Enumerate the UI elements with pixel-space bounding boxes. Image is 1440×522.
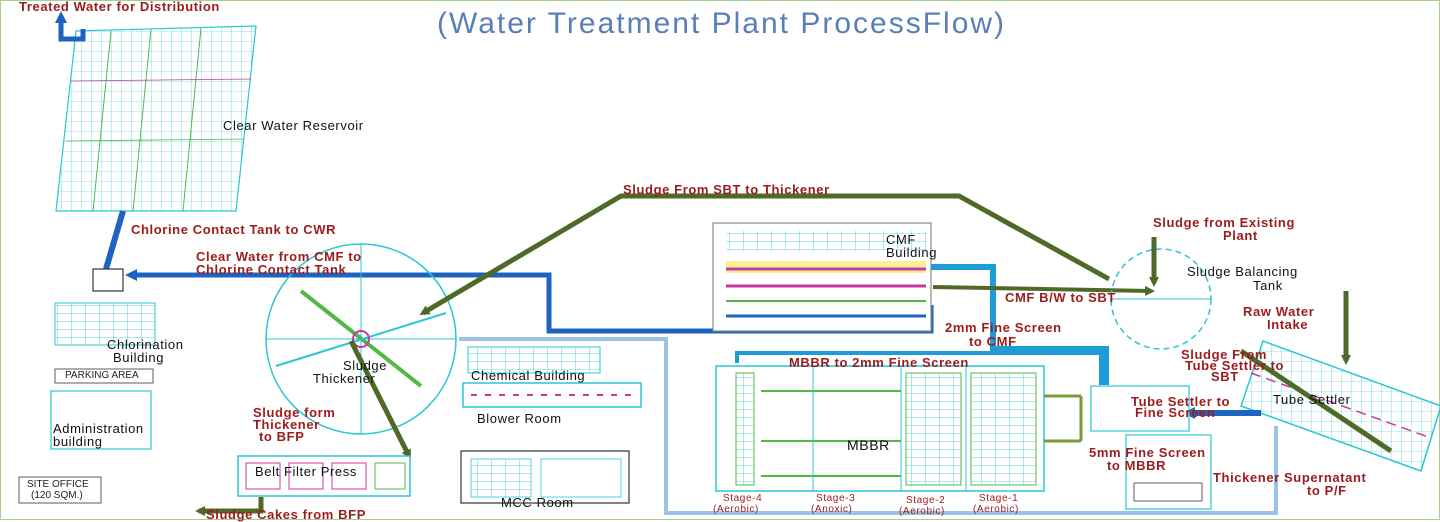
- label-mbbr-to-2mm: MBBR to 2mm Fine Screen: [789, 355, 969, 370]
- label-blower-room: Blower Room: [477, 411, 562, 426]
- parking-area-box: [54, 368, 154, 384]
- label-tube-settler-fs-1: Tube Settler to: [1131, 394, 1231, 409]
- label-cmf-building-2: Building: [886, 245, 938, 260]
- label-raw-water-1: Raw Water: [1243, 304, 1315, 319]
- label-fine-screen-2mm-1: 2mm Fine Screen: [945, 320, 1062, 335]
- label-raw-water-2: Intake: [1267, 317, 1309, 332]
- label-sludge-existing-1: Sludge from Existing: [1153, 215, 1296, 230]
- label-clear-water-cmf-1: Clear Water from CMF to: [196, 249, 362, 264]
- label-sludge-cakes: Sludge Cakes from BFP: [206, 507, 366, 522]
- label-thickener-1: Sludge: [343, 358, 388, 373]
- cmf-building-plan: [712, 222, 932, 332]
- label-admin-1: Administration: [53, 421, 144, 436]
- label-stage2-1: Stage-2: [906, 495, 946, 506]
- clear-water-reservoir-plan: [55, 25, 257, 212]
- label-admin-2: building: [53, 434, 103, 449]
- chemical-building-plan: [467, 346, 601, 374]
- label-fine-screen-5mm-2: to MBBR: [1107, 458, 1167, 473]
- label-sbt-2: Tank: [1253, 278, 1283, 293]
- chlorine-to-cwr-line: [103, 210, 126, 270]
- label-fine-screen-5mm-1: 5mm Fine Screen: [1089, 445, 1206, 460]
- label-thickener-supernatant-2: to P/F: [1307, 483, 1347, 498]
- label-sludge-sbt-thickener: Sludge From SBT to Thickener: [623, 182, 830, 197]
- blower-room-plan: [462, 382, 642, 408]
- label-stage1-1: Stage-1: [979, 493, 1019, 504]
- label-stage3-2: (Anoxic): [811, 504, 853, 515]
- label-sludge-existing-2: Plant: [1223, 228, 1258, 243]
- label-belt-filter-press: Belt Filter Press: [255, 464, 357, 479]
- label-sludge-bfp-3: to BFP: [259, 429, 305, 444]
- fine-screen-cmf-line: [931, 264, 1109, 385]
- tube-settler-plan: [1240, 340, 1440, 472]
- belt-filter-press-plan: [237, 455, 411, 497]
- chlorine-contact-tank: [92, 268, 124, 292]
- label-parking: PARKING AREA: [65, 370, 139, 381]
- label-stage4-2: (Aerobic): [713, 504, 759, 515]
- fine-screen-unit: [1090, 385, 1190, 432]
- label-cmf-building-1: CMF: [886, 232, 916, 247]
- mcc-room-plan: [460, 450, 630, 504]
- administration-building-plan: [50, 390, 152, 450]
- supernatant-return-line: [459, 337, 1278, 515]
- sludge-thickener-plan: [265, 243, 457, 435]
- label-sludge-bfp-1: Sludge form: [253, 405, 336, 420]
- label-tube-settler-fs-2: Fine Screen: [1135, 405, 1216, 420]
- label-sbt-1: Sludge Balancing: [1187, 264, 1298, 279]
- label-stage2-2: (Aerobic): [899, 506, 945, 517]
- fine-screen-5mm-unit: [1125, 434, 1212, 510]
- treated-water-arrow: [55, 11, 86, 42]
- label-sludge-tube-3: SBT: [1211, 369, 1239, 384]
- label-site-office-2: (120 SQM.): [31, 490, 83, 501]
- label-clear-water-reservoir: Clear Water Reservoir: [223, 118, 364, 133]
- mbbr-fine-screen-line: [735, 351, 1103, 385]
- label-fine-screen-2mm-2: to CMF: [969, 334, 1017, 349]
- label-cmf-bw-sbt: CMF B/W to SBT: [1005, 290, 1116, 305]
- sludge-cakes-arrow: [195, 497, 264, 516]
- sludge-tube-settler-line: [1239, 348, 1393, 454]
- label-tube-settler: Tube Settler: [1273, 392, 1351, 407]
- label-treated-water: Treated Water for Distribution: [19, 0, 220, 14]
- sludge-to-bfp-line: [348, 339, 412, 460]
- sludge-sbt-thickener-line: [419, 193, 1111, 316]
- label-sludge-tube-2: Tube Settler to: [1185, 358, 1285, 373]
- label-mcc-room: MCC Room: [501, 495, 574, 510]
- label-chlorination-2: Building: [113, 350, 165, 365]
- label-stage4-1: Stage-4: [723, 493, 763, 504]
- label-chemical-building: Chemical Building: [471, 368, 586, 383]
- site-office-box: [18, 476, 102, 504]
- label-mbbr: MBBR: [847, 437, 890, 453]
- label-thickener-2: Thickener: [313, 371, 376, 386]
- label-chlorination-1: Chlorination: [107, 337, 184, 352]
- cmf-bw-sbt-line: [932, 285, 1155, 296]
- label-clear-water-cmf-2: Chlorine Contact Tank: [196, 262, 347, 277]
- page-title: (Water Treatment Plant ProcessFlow): [437, 7, 1007, 40]
- label-sludge-tube-1: Sludge From: [1181, 347, 1268, 362]
- sludge-balancing-tank-plan: [1110, 248, 1212, 350]
- label-site-office-1: SITE OFFICE: [27, 479, 89, 490]
- mbbr-plan: [715, 365, 1083, 492]
- label-thickener-supernatant-1: Thickener Supernatant: [1213, 470, 1367, 485]
- label-chlorine-contact-to-cwr: Chlorine Contact Tank to CWR: [131, 222, 337, 237]
- label-sludge-bfp-2: Thickener: [253, 417, 320, 432]
- label-stage1-2: (Aerobic): [973, 504, 1019, 515]
- chlorination-building-plan: [54, 302, 156, 346]
- label-stage3-1: Stage-3: [816, 493, 856, 504]
